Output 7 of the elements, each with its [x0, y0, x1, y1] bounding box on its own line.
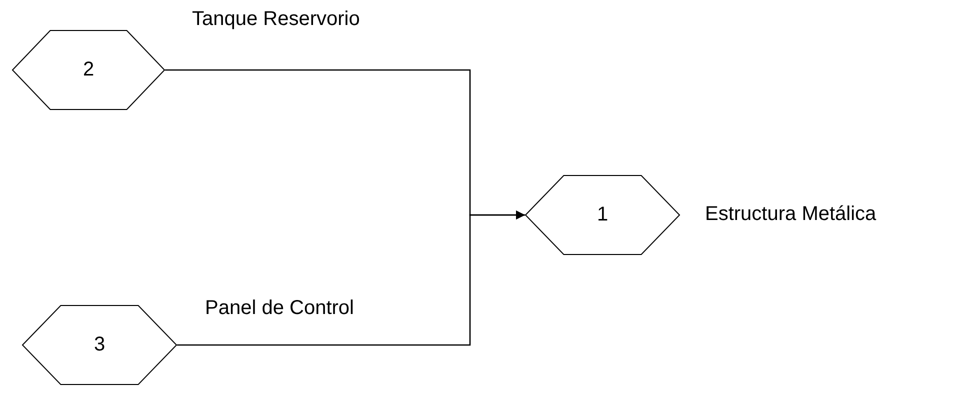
node-number: 1 — [596, 204, 608, 226]
node-caption: Panel de Control — [205, 297, 354, 320]
node-number: 3 — [94, 334, 106, 356]
node-number: 2 — [82, 58, 94, 82]
arrow — [177, 210, 525, 346]
node-caption: Tanque Reservorio — [192, 8, 360, 31]
node-caption: Estructura Metálica — [705, 203, 876, 226]
